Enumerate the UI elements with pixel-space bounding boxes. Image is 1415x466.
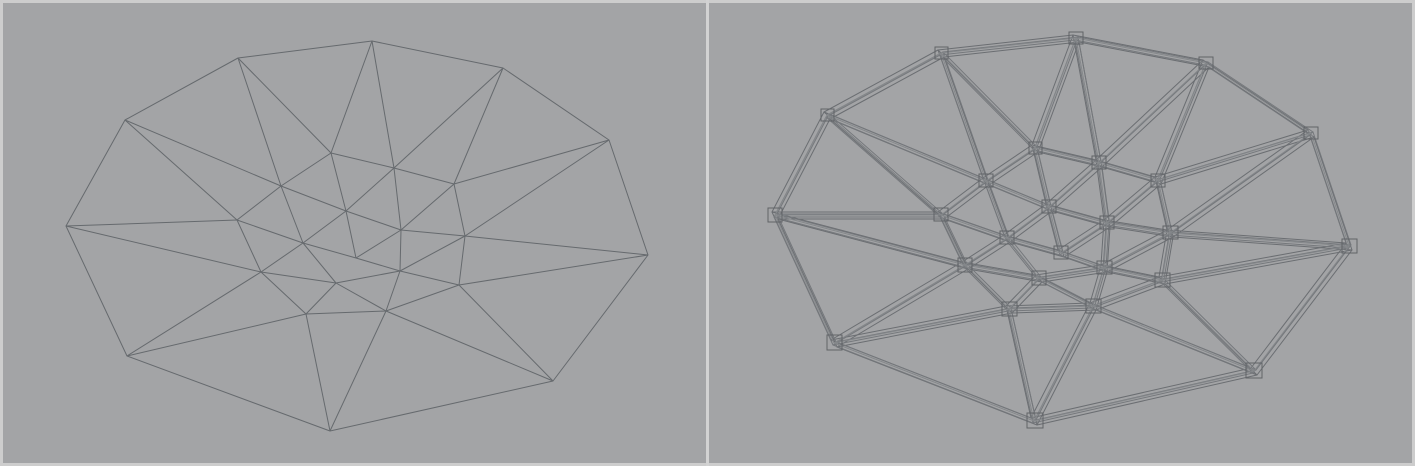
right-viewport[interactable] [709,3,1412,463]
viewport-divider[interactable] [706,0,709,466]
right-mesh [767,31,1358,429]
joint-nodes [767,31,1358,429]
left-viewport[interactable] [3,3,706,463]
left-mesh [65,40,649,432]
